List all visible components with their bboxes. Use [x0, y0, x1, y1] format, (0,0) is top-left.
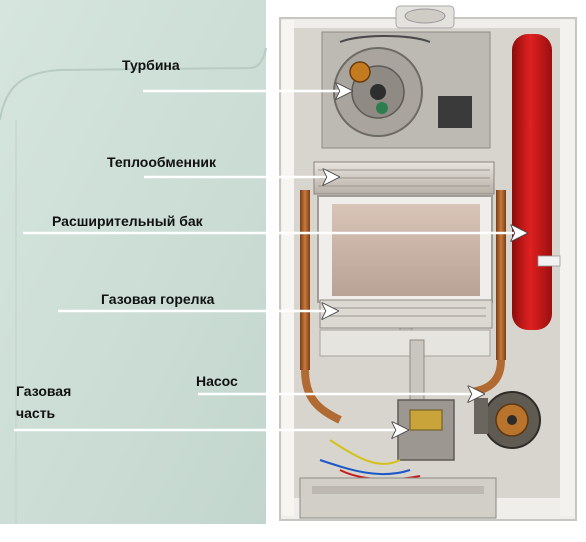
flue-collar: [395, 5, 455, 29]
front-cover-panel: [0, 0, 267, 524]
label-gas-burner: Газовая горелка: [101, 291, 215, 307]
label-gas-part-line2: часть: [16, 405, 56, 421]
label-heat-exchanger: Теплообменник: [107, 154, 217, 170]
expansion-tank-unit: [512, 34, 561, 330]
bottom-plate: [299, 477, 497, 519]
label-turbine: Турбина: [122, 57, 180, 73]
heat-exchanger-unit: [313, 161, 495, 195]
label-expansion-tank: Расширительный бак: [52, 213, 203, 229]
combustion-chamber: [317, 195, 493, 303]
label-gas-part-line1: Газовая: [16, 383, 72, 399]
manifold-cover: [319, 329, 491, 357]
pump-unit: [474, 391, 541, 449]
label-pump: Насос: [196, 373, 238, 389]
copper-pipes: [300, 190, 506, 424]
annotation-arrows: [14, 91, 525, 430]
